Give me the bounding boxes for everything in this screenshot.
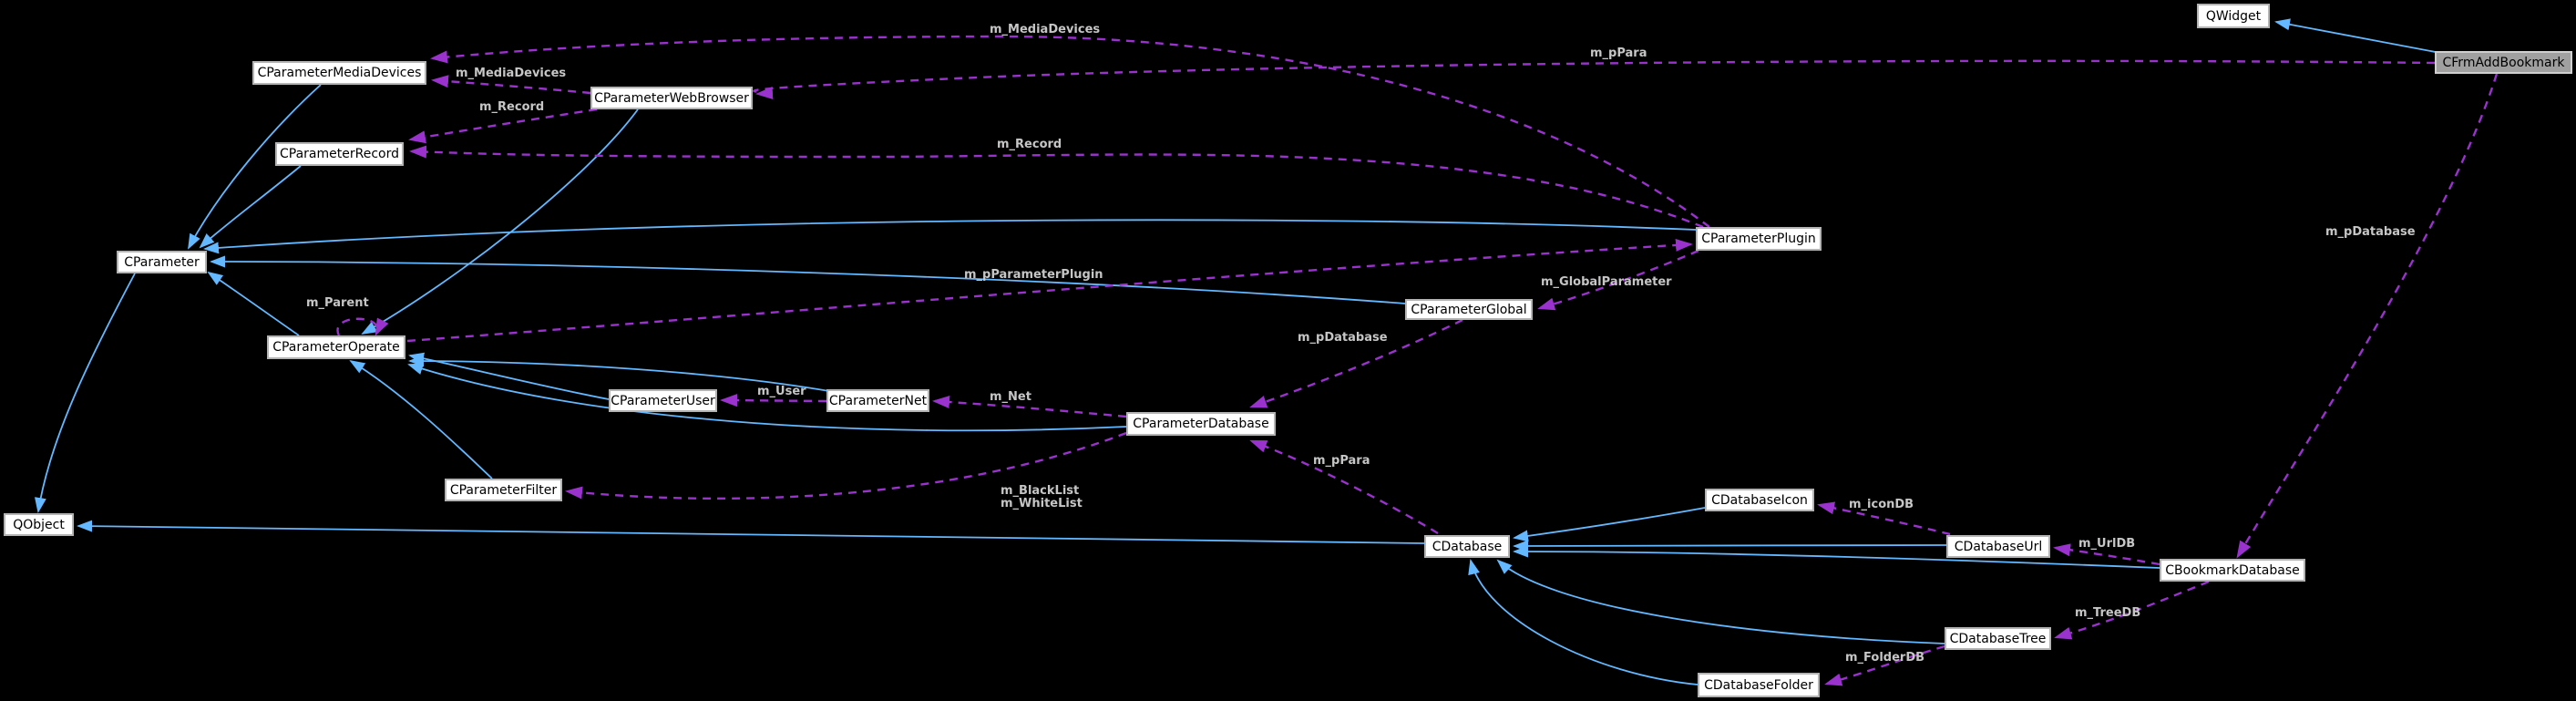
edge-label-m_treedb: m_TreeDB: [2075, 606, 2141, 620]
edge-inheritance-cparameter-qobject: [34, 273, 136, 513]
class-node-cparameterfilter[interactable]: CParameterFilter: [445, 479, 562, 501]
class-node-cdatabaseurl[interactable]: CDatabaseUrl: [1946, 535, 2050, 558]
edge-inheritance-cdatabaseurl-cdatabase: [1513, 540, 1947, 552]
edge-usage-cdatabasetree-cdatabasefolder: [1824, 644, 1945, 686]
edge-label-m_icondb: m_iconDB: [1849, 498, 1914, 511]
edge-label-m_folderdb: m_FolderDB: [1845, 651, 1925, 665]
edge-usage-cfrmaddbookmark-cparameterwebbrowser: [753, 59, 2436, 99]
edge-inheritance-cbookmarkdatabase-cdatabase: [1513, 545, 2160, 569]
edge-usage-cdatabase-cparameterdatabase: [1249, 439, 1439, 535]
edge-label-m_mediadevices: m_MediaDevices: [456, 67, 567, 80]
edge-inheritance-cparameterdatabase-cparameteroperate: [407, 363, 1127, 432]
edge-label-m_parent: m_Parent: [306, 296, 369, 310]
edge-inheritance-cparameterwebbrowser-cparameteroperate: [361, 108, 639, 335]
class-node-cparameteroperate[interactable]: CParameterOperate: [267, 335, 405, 359]
class-node-cparameteruser[interactable]: CParameterUser: [609, 389, 717, 412]
edge-usage-cparameterwebbrowser-cparameterrecord: [408, 108, 598, 144]
edge-inheritance-cfrmaddbookmark-qwidget: [2274, 18, 2441, 54]
edge-label-m_record: m_Record: [997, 138, 1062, 151]
class-node-cparameterplugin[interactable]: CParameterPlugin: [1696, 227, 1822, 251]
edge-label-m_urldb: m_UrlDB: [2078, 537, 2136, 551]
class-node-cdatabasetree[interactable]: CDatabaseTree: [1945, 627, 2051, 650]
edge-label-m_user: m_User: [757, 385, 806, 398]
class-node-cdatabase[interactable]: CDatabase: [1424, 535, 1510, 558]
edge-inheritance-cparameterrecord-cparameter: [199, 165, 302, 249]
class-node-cparametermediadevices[interactable]: CParameterMediaDevices: [252, 61, 426, 85]
edge-usage-cparameteroperate-cparameterplugin: [406, 238, 1693, 343]
edge-label-m_ppara: m_pPara: [1313, 454, 1370, 468]
edge-label-m_record: m_Record: [479, 100, 545, 114]
edge-label-m_globalparameter: m_GlobalParameter: [1541, 275, 1672, 289]
edge-usage-cbookmarkdatabase-cdatabasetree: [2054, 580, 2210, 640]
class-node-cfrmaddbookmark[interactable]: CFrmAddBookmark: [2435, 51, 2572, 74]
edge-inheritance-cdatabaseicon-cdatabase: [1513, 507, 1706, 542]
edge-inheritance-cparameternet-cparameteroperate: [408, 355, 830, 392]
edge-usage-cparameteroperate-cparameteroperate: [336, 317, 389, 336]
edge-usage-cparameterplugin-cparametermediadevices: [430, 35, 1710, 228]
edge-usage-cfrmaddbookmark-cbookmarkdatabase: [2236, 73, 2499, 559]
class-node-qwidget[interactable]: QWidget: [2197, 4, 2270, 28]
edge-usage-cparameterplugin-cparameterglobal: [1537, 249, 1699, 311]
edge-usage-cparameternet-cparameteruser: [720, 394, 827, 407]
edge-label-m_ppara: m_pPara: [1590, 46, 1647, 60]
class-node-cparameter[interactable]: CParameter: [117, 251, 207, 273]
edge-inheritance-cparameteroperate-cparameter: [207, 271, 300, 336]
edge-inheritance-cdatabasefolder-cdatabase: [1468, 559, 1699, 686]
edge-usage-cdatabaseurl-cdatabaseicon: [1817, 501, 1951, 536]
class-node-qobject[interactable]: QObject: [4, 513, 74, 536]
edge-usage-cparameterglobal-cparameterdatabase: [1249, 318, 1463, 408]
edge-label-m_pdatabase: m_pDatabase: [2325, 225, 2416, 239]
edge-usage-cparameterplugin-cparameterrecord: [409, 145, 1704, 229]
edge-label-m_blacklist: m_BlackList m_WhiteList: [1001, 484, 1083, 510]
edge-inheritance-cparametermediadevices-cparameter: [188, 84, 322, 250]
edge-label-m_pdatabase: m_pDatabase: [1298, 331, 1388, 345]
edge-inheritance-cparameterfilter-cparameteroperate: [349, 359, 493, 479]
class-node-cdatabaseicon[interactable]: CDatabaseIcon: [1705, 489, 1814, 511]
edge-usage-cbookmarkdatabase-cdatabaseurl: [2053, 543, 2160, 566]
class-node-cparameterdatabase[interactable]: CParameterDatabase: [1126, 412, 1276, 436]
edge-usage-cparameterdatabase-cparameterfilter: [565, 431, 1127, 500]
edge-inheritance-cdatabasetree-cdatabase: [1496, 559, 1945, 644]
edge-inheritance-cparameterglobal-cparameter: [210, 255, 1406, 304]
class-node-cparameterrecord[interactable]: CParameterRecord: [275, 142, 404, 166]
edge-inheritance-cparameterplugin-cparameter: [203, 219, 1697, 254]
edge-usage-cparameterwebbrowser-cparametermediadevices: [431, 75, 591, 95]
edge-label-m_net: m_Net: [990, 390, 1031, 404]
class-node-cparameterwebbrowser[interactable]: CParameterWebBrowser: [590, 87, 753, 109]
class-node-cparameterglobal[interactable]: CParameterGlobal: [1405, 299, 1533, 320]
class-node-cparameternet[interactable]: CParameterNet: [826, 389, 929, 412]
class-node-cbookmarkdatabase[interactable]: CBookmarkDatabase: [2160, 559, 2305, 582]
edge-label-m_mediadevices: m_MediaDevices: [990, 23, 1101, 36]
class-node-cdatabasefolder[interactable]: CDatabaseFolder: [1698, 673, 1820, 697]
edge-inheritance-cdatabase-qobject: [77, 520, 1425, 544]
edge-label-m_pparameterplugin: m_pParameterPlugin: [964, 268, 1103, 282]
